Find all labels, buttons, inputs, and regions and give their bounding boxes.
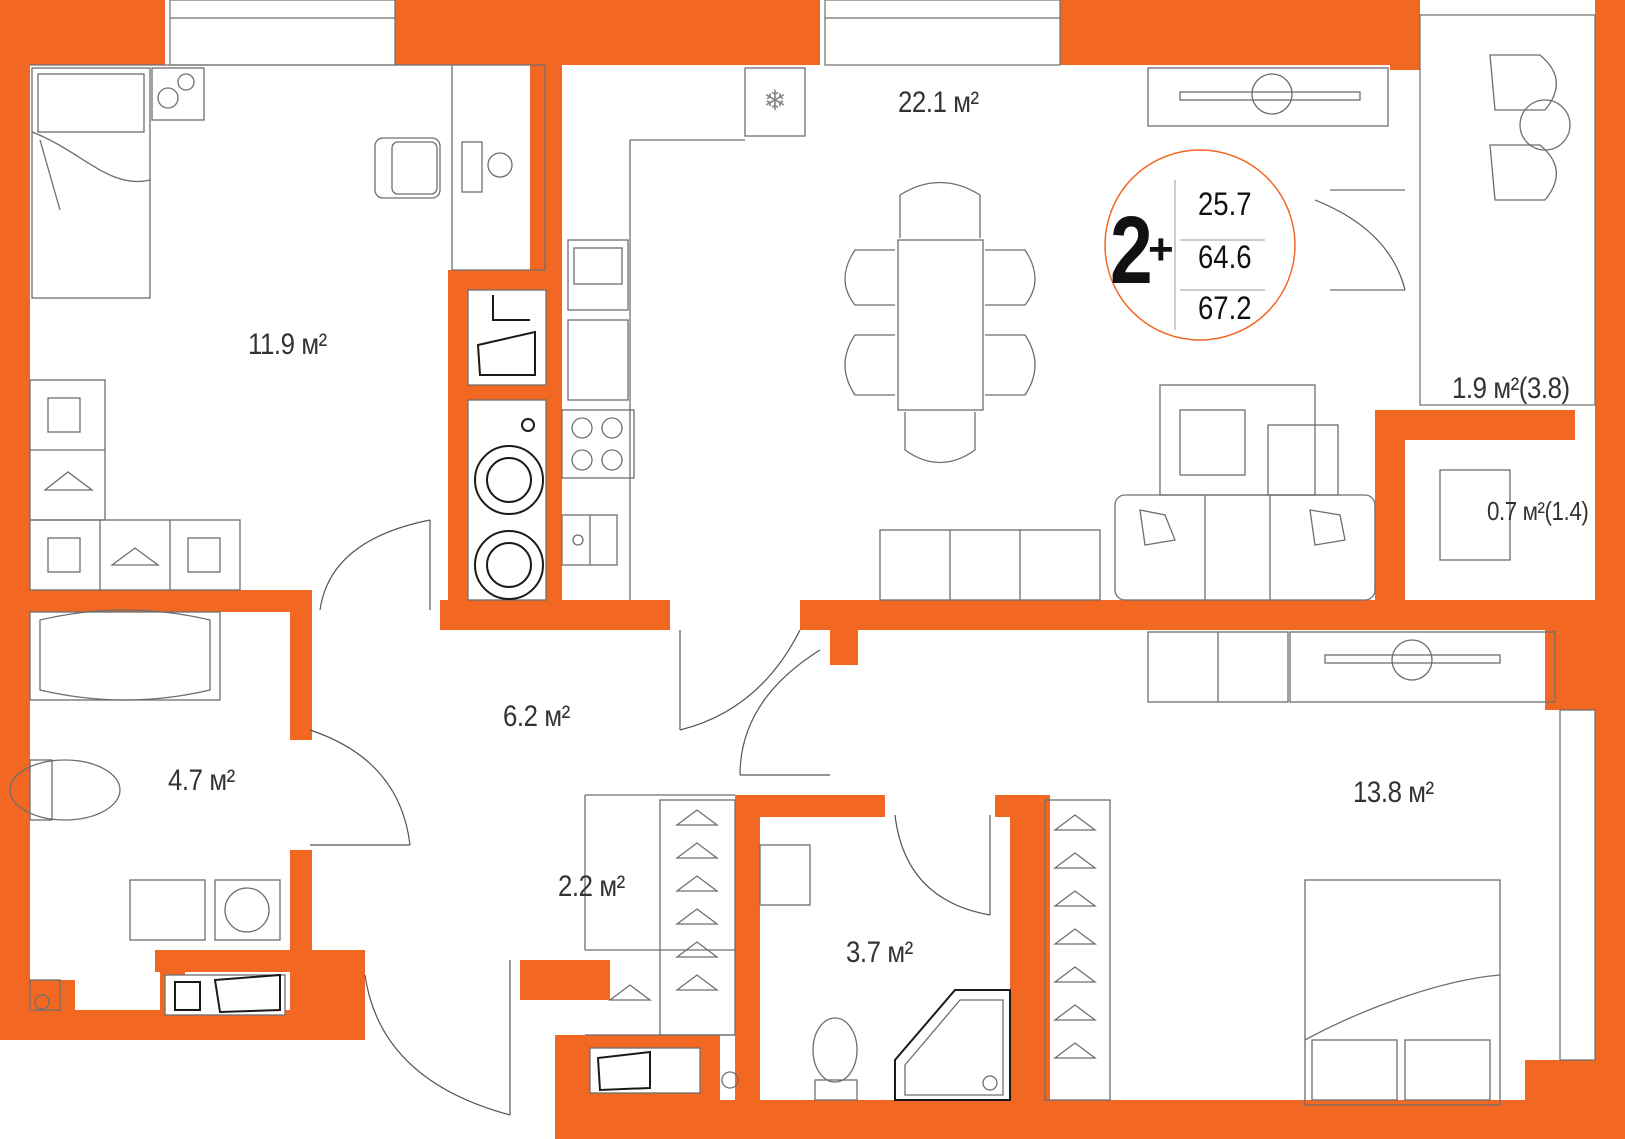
utility-appliances xyxy=(467,289,547,601)
balcony-large-area: 1.9 м²(3.8) xyxy=(1452,372,1570,405)
bathroom-furniture xyxy=(9,609,286,1016)
windows xyxy=(169,0,1596,1061)
bedroom-1-area: 11.9 м² xyxy=(248,328,327,361)
bathroom-area: 4.7 м² xyxy=(168,764,235,797)
balcony-small-area: 0.7 м²(1.4) xyxy=(1487,496,1589,526)
rooms-count: 2 xyxy=(1110,197,1153,304)
rooms-badge-ring xyxy=(1104,149,1296,341)
living-sofa xyxy=(879,384,1376,601)
bedroom-2-furniture xyxy=(1044,631,1556,1106)
wardrobe-area: 2.2 м² xyxy=(558,870,625,903)
wardrobe-furniture xyxy=(589,799,739,1094)
balcony-furniture xyxy=(1439,54,1571,561)
wc-furniture xyxy=(759,844,1011,1101)
hallway-area: 6.2 м² xyxy=(503,700,570,733)
total-area: 64.6 xyxy=(1198,239,1252,275)
svg-text:❄: ❄ xyxy=(763,84,786,117)
bedroom-1-furniture xyxy=(29,67,513,591)
doors xyxy=(309,199,1406,1116)
total-area-with-balcony: 67.2 xyxy=(1198,290,1252,326)
rooms-plus: + xyxy=(1148,225,1174,274)
kitchen-furniture: ❄ xyxy=(561,67,806,566)
living-area: 25.7 xyxy=(1198,186,1252,222)
kitchen-living-area: 22.1 м² xyxy=(898,86,979,119)
wc-area: 3.7 м² xyxy=(846,936,913,969)
bedroom-2-area: 13.8 м² xyxy=(1353,776,1434,809)
dining-set xyxy=(844,181,1036,463)
tv-unit xyxy=(1147,67,1389,127)
